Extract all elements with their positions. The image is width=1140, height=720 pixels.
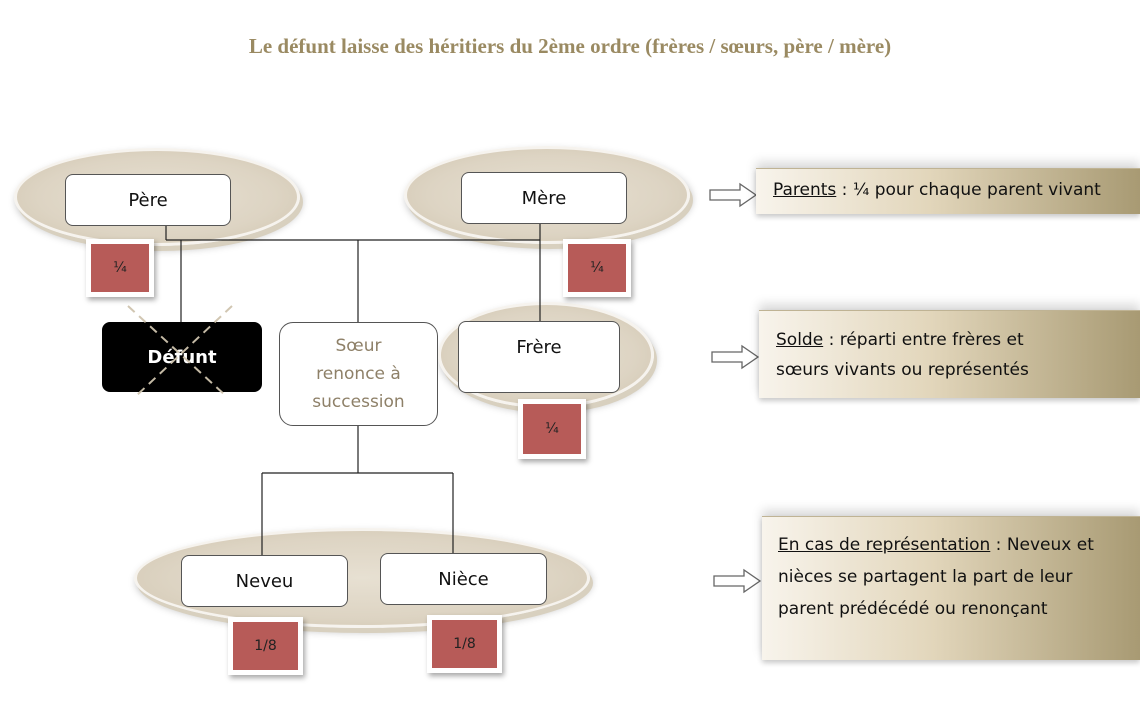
defunt-node: Défunt xyxy=(102,322,262,392)
frere-node: Frère xyxy=(458,321,620,393)
solde-note-text-2: sœurs vivants ou représentés xyxy=(776,360,1029,380)
parents-note-text: : ¼ pour chaque parent vivant xyxy=(836,180,1101,200)
representation-note: En cas de représentation : Neveux et niè… xyxy=(762,516,1140,660)
pere-node: Père xyxy=(65,174,231,226)
representation-note-text-2: nièces se partagent la part de leur xyxy=(778,567,1073,587)
parents-note: Parents : ¼ pour chaque parent vivant xyxy=(756,168,1140,214)
representation-note-text-1: : Neveux et xyxy=(990,535,1094,555)
frere-share-badge: ¼ xyxy=(518,399,586,459)
parents-note-label: Parents xyxy=(773,180,837,200)
page-title: Le défunt laisse des héritiers du 2ème o… xyxy=(248,34,892,58)
solde-note-text-1: : réparti entre frères et xyxy=(823,330,1024,350)
representation-note-label: En cas de représentation xyxy=(778,535,991,555)
solde-note-label: Solde xyxy=(776,330,824,350)
soeur-line-1: Sœur xyxy=(335,336,382,356)
niece-share-badge: 1/8 xyxy=(427,615,502,673)
pere-share-badge: ¼ xyxy=(86,239,154,297)
mere-node: Mère xyxy=(461,172,627,224)
soeur-line-2: renonce à xyxy=(316,364,401,384)
arrow-icons xyxy=(709,182,762,594)
neveu-node: Neveu xyxy=(181,555,348,607)
neveu-share-badge: 1/8 xyxy=(228,617,303,675)
soeur-line-3: succession xyxy=(312,392,405,412)
mere-share-badge: ¼ xyxy=(563,239,631,297)
soeur-node: Sœur renonce à succession xyxy=(279,322,438,426)
solde-note: Solde : réparti entre frères et sœurs vi… xyxy=(759,310,1140,398)
niece-node: Nièce xyxy=(380,553,547,605)
representation-note-text-3: parent prédécédé ou renonçant xyxy=(778,599,1048,619)
